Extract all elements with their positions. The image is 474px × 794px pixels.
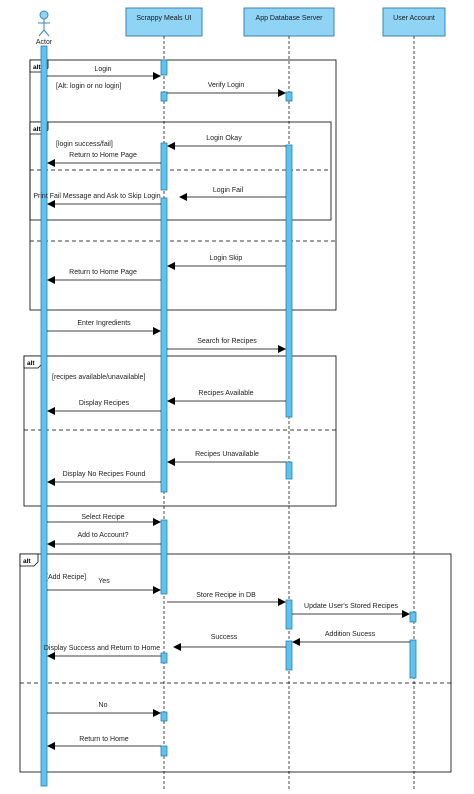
guard-label: [login success/fail] bbox=[56, 141, 113, 148]
message-label: Login Okay bbox=[206, 135, 242, 142]
message-login[interactable]: Login bbox=[47, 66, 161, 80]
activation-bar-ui bbox=[160, 652, 168, 664]
activation-bar-db bbox=[285, 640, 293, 671]
message-no[interactable]: No bbox=[47, 702, 161, 717]
message-label: Return to Home Page bbox=[69, 269, 137, 276]
message-label: Login bbox=[94, 66, 111, 73]
message-login-skip[interactable]: Login Skip bbox=[167, 255, 286, 270]
stick-figure-icon[interactable] bbox=[38, 10, 50, 37]
guard-label: [Alt: login or no login] bbox=[56, 83, 121, 90]
message-return-home-2[interactable]: Return to Home Page bbox=[47, 269, 161, 284]
activation-bar-ui bbox=[160, 745, 168, 757]
message-print-fail[interactable]: Print Fail Message and Ask to Skip Login bbox=[33, 193, 161, 208]
message-label: Print Fail Message and Ask to Skip Login bbox=[33, 193, 160, 200]
activation-bar-ui bbox=[160, 519, 168, 595]
activation-bar-user bbox=[409, 639, 417, 679]
activation-bar-db bbox=[285, 144, 293, 418]
activation-bar-user bbox=[409, 611, 417, 623]
activation-bar-ui bbox=[160, 91, 168, 102]
lifeline-header-db[interactable]: App Database Server bbox=[243, 7, 335, 37]
message-label: Recipes Available bbox=[198, 390, 253, 397]
message-label: Return to Home bbox=[79, 736, 129, 743]
activation-bar-db bbox=[285, 91, 293, 102]
message-yes[interactable]: Yes bbox=[47, 578, 161, 594]
activation-bar-db bbox=[285, 599, 293, 630]
message-label: Search for Recipes bbox=[197, 338, 257, 345]
guard-label: [Add Recipe] bbox=[46, 574, 86, 581]
message-display-recipes[interactable]: Display Recipes bbox=[47, 400, 161, 415]
activation-bar-db bbox=[285, 461, 293, 480]
message-success[interactable]: Success bbox=[173, 634, 286, 651]
activation-bar-ui bbox=[160, 142, 168, 191]
lifeline-header-user[interactable]: User Account bbox=[382, 7, 446, 37]
message-label: Select Recipe bbox=[81, 514, 124, 521]
activation-bar-actor bbox=[40, 45, 48, 787]
message-login-okay[interactable]: Login Okay bbox=[167, 135, 286, 150]
actor-label: Actor bbox=[36, 39, 53, 46]
lifeline-header-ui[interactable]: Scrappy Meals UI bbox=[125, 7, 203, 37]
message-label: Display No Recipes Found bbox=[63, 471, 146, 478]
message-display-no-recipes[interactable]: Display No Recipes Found bbox=[47, 471, 161, 486]
message-enter-ingredients[interactable]: Enter Ingredients bbox=[47, 320, 161, 335]
message-label: Login Fail bbox=[213, 187, 244, 194]
message-label: Store Recipe in DB bbox=[196, 592, 256, 599]
message-login-fail[interactable]: Login Fail bbox=[179, 187, 286, 201]
message-label: No bbox=[99, 702, 108, 709]
message-label: Add to Account? bbox=[78, 532, 129, 539]
message-label: Enter Ingredients bbox=[77, 320, 131, 327]
activation-bar-ui bbox=[160, 197, 168, 493]
message-display-success[interactable]: Display Success and Return to Home bbox=[44, 645, 161, 660]
message-addition-success[interactable]: Addition Sucess bbox=[292, 631, 410, 646]
message-label: Return to Home Page bbox=[69, 152, 137, 159]
guard-label: [recipes available/unavailable] bbox=[52, 374, 145, 381]
message-update-user-recipes[interactable]: Update User's Stored Recipes bbox=[292, 603, 410, 618]
message-label: Verify Login bbox=[208, 82, 245, 89]
lifeline-label-ui: Scrappy Meals UI bbox=[136, 15, 191, 22]
frame-tag: alt bbox=[27, 360, 35, 367]
message-add-to-account[interactable]: Add to Account? bbox=[47, 532, 161, 548]
message-label: Success bbox=[211, 634, 238, 641]
message-label: Update User's Stored Recipes bbox=[304, 603, 398, 610]
message-return-home-1[interactable]: Return to Home Page bbox=[47, 152, 161, 167]
message-label: Recipes Unavailable bbox=[195, 451, 259, 458]
message-return-to-home[interactable]: Return to Home bbox=[47, 736, 161, 750]
message-label: Display Success and Return to Home bbox=[44, 645, 160, 652]
message-label: Login Skip bbox=[210, 255, 243, 262]
message-recipes-unavailable[interactable]: Recipes Unavailable bbox=[167, 451, 286, 466]
message-search-recipes[interactable]: Search for Recipes bbox=[167, 338, 286, 353]
message-label: Yes bbox=[98, 578, 110, 585]
activation-bar-ui bbox=[160, 59, 168, 76]
message-recipes-available[interactable]: Recipes Available bbox=[167, 390, 286, 405]
lifeline-label-db: App Database Server bbox=[256, 15, 324, 22]
message-select-recipe[interactable]: Select Recipe bbox=[47, 514, 161, 526]
frame-alt-add-recipe: alt bbox=[19, 553, 452, 773]
lifeline-label-user: User Account bbox=[393, 15, 435, 22]
message-label: Display Recipes bbox=[79, 400, 130, 407]
message-store-recipe[interactable]: Store Recipe in DB bbox=[167, 592, 286, 606]
frame-tag: alt bbox=[33, 64, 41, 71]
message-verify-login[interactable]: Verify Login bbox=[167, 82, 286, 97]
frame-alt-recipes: alt bbox=[23, 355, 337, 507]
frame-tag: alt bbox=[23, 558, 31, 565]
activation-bar-ui bbox=[160, 711, 168, 722]
frame-tag: alt bbox=[33, 126, 41, 133]
message-label: Addition Sucess bbox=[325, 631, 376, 638]
